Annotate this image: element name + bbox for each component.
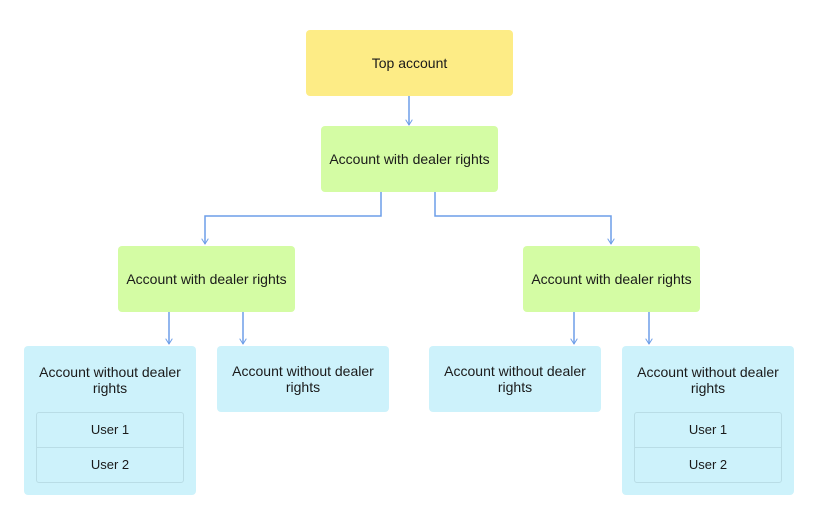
node-label: Top account xyxy=(371,55,448,71)
node-label: Account without dealer rights xyxy=(39,364,181,396)
node-label: Account with dealer rights xyxy=(126,271,287,287)
node-label: Account with dealer rights xyxy=(329,151,490,167)
user-list: User 1 User 2 xyxy=(634,412,782,483)
node-label: Account without dealer rights xyxy=(444,363,586,395)
node-label: Account with dealer rights xyxy=(531,271,692,287)
non-dealer-account-node: Account without dealer rights User 1 Use… xyxy=(622,346,794,495)
dealer-account-node: Account with dealer rights xyxy=(523,246,700,312)
non-dealer-account-node: Account without dealer rights xyxy=(429,346,601,412)
dealer-account-node: Account with dealer rights xyxy=(118,246,295,312)
non-dealer-account-node: Account without dealer rights xyxy=(217,346,389,412)
user-row: User 2 xyxy=(37,447,183,482)
node-label: Account without dealer rights xyxy=(232,363,374,395)
dealer-account-node: Account with dealer rights xyxy=(321,126,498,192)
user-row: User 1 xyxy=(90,422,130,437)
user-row: User 1 xyxy=(688,422,728,437)
connector-dealer-root-to-dealer-right xyxy=(434,192,611,244)
user-list: User 1 User 2 xyxy=(36,412,184,483)
node-label: Account without dealer rights xyxy=(637,364,779,396)
non-dealer-account-node: Account without dealer rights User 1 Use… xyxy=(24,346,196,495)
user-row: User 2 xyxy=(635,447,781,482)
connector-dealer-root-to-dealer-left xyxy=(205,192,382,244)
top-account-node: Top account xyxy=(306,30,513,96)
